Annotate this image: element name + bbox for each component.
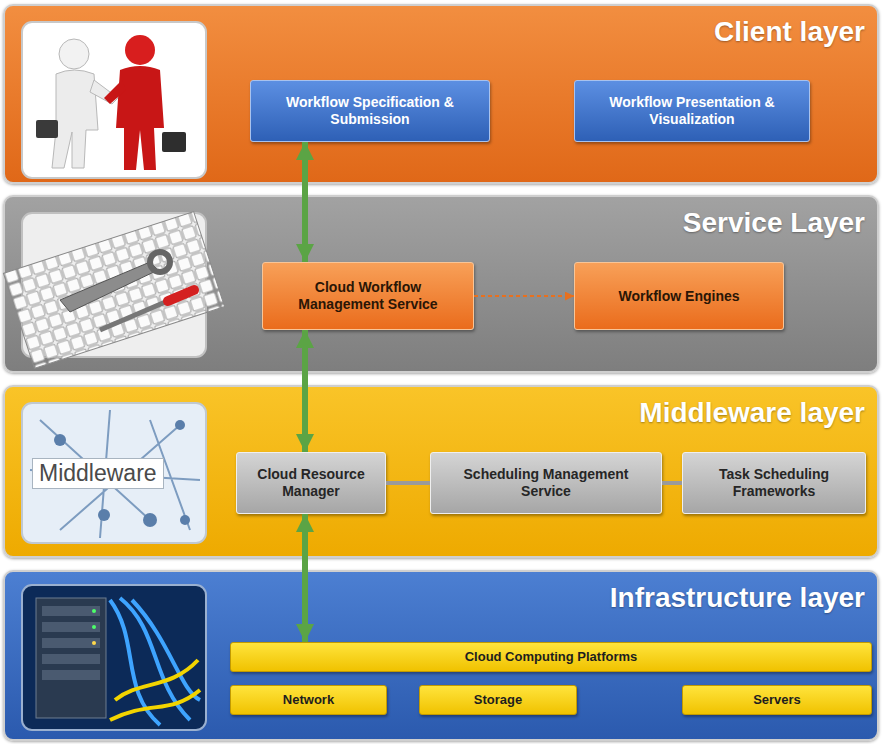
layer-title: Infrastructure layer	[5, 572, 877, 614]
resource-box: Servers	[682, 685, 872, 715]
connector-arrow	[302, 514, 308, 642]
layer-band: Client layerWorkflow Specification & Sub…	[3, 4, 879, 184]
service-box: Cloud Workflow Management Service	[262, 262, 474, 330]
box-label: Cloud Computing Platforms	[465, 649, 638, 665]
connector-arrow	[386, 481, 430, 485]
connector-arrow	[474, 295, 574, 297]
layer-title: Service Layer	[5, 197, 877, 239]
picture-caption: Middleware	[32, 458, 164, 489]
layer-title: Client layer	[5, 6, 877, 48]
server-rack-picture	[22, 585, 206, 730]
network-picture	[22, 403, 206, 543]
resource-box: Storage	[419, 685, 577, 715]
box-label: Workflow Engines	[618, 288, 739, 305]
connector-arrow	[302, 330, 308, 452]
client-box: Workflow Presentation & Visualization	[574, 80, 810, 142]
keyboard-tools-picture	[3, 212, 224, 369]
box-label: Task Scheduling Frameworks	[691, 466, 857, 500]
connector-arrow	[302, 142, 308, 262]
layer-title: Middleware layer	[5, 387, 877, 429]
resource-box: Network	[230, 685, 387, 715]
service-box: Workflow Engines	[574, 262, 784, 330]
platform-bar: Cloud Computing Platforms	[230, 642, 872, 672]
box-label: Scheduling Management Service	[439, 466, 653, 500]
client-box: Workflow Specification & Submission	[250, 80, 490, 142]
layer-band: Infrastructure layerCloud Computing Plat…	[3, 570, 879, 741]
handshake-picture	[22, 22, 206, 178]
middleware-box: Task Scheduling Frameworks	[682, 452, 866, 514]
connector-arrow	[662, 481, 682, 485]
middleware-box: Cloud Resource Manager	[236, 452, 386, 514]
layer-band: Service LayerCloud Workflow Management S…	[3, 195, 879, 373]
box-label: Network	[283, 692, 334, 708]
middleware-box: Scheduling Management Service	[430, 452, 662, 514]
box-label: Servers	[753, 692, 801, 708]
box-label: Cloud Workflow Management Service	[271, 279, 465, 313]
box-label: Workflow Presentation & Visualization	[583, 94, 801, 128]
box-label: Workflow Specification & Submission	[259, 94, 481, 128]
box-label: Storage	[474, 692, 522, 708]
box-label: Cloud Resource Manager	[245, 466, 377, 500]
